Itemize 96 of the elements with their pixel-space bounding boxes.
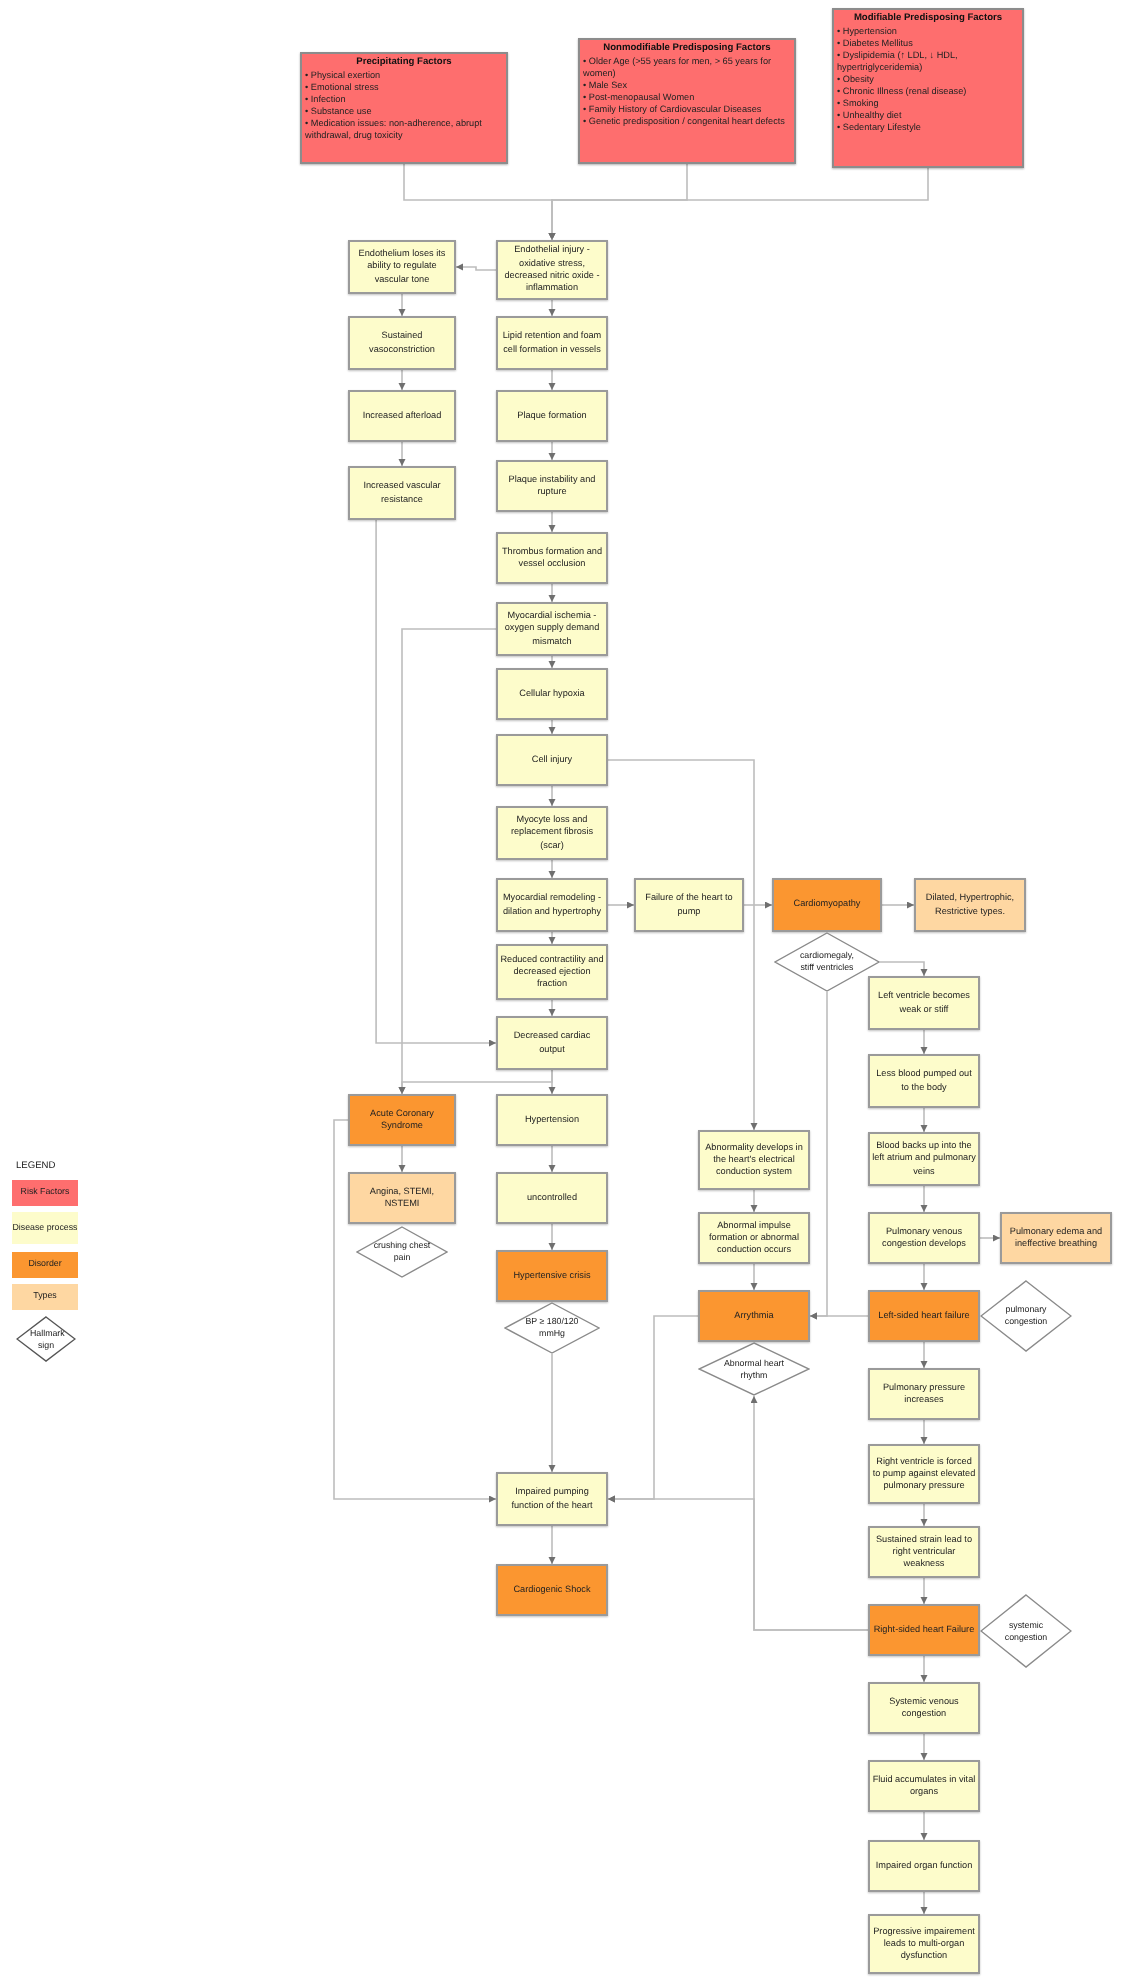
process-box bbox=[868, 1760, 980, 1812]
process-box bbox=[496, 390, 608, 442]
arrow bbox=[548, 785, 556, 807]
arrow bbox=[920, 1263, 928, 1291]
arrow bbox=[548, 655, 556, 669]
arrow bbox=[548, 299, 556, 317]
arrow bbox=[920, 1029, 928, 1055]
type-box bbox=[1000, 1212, 1112, 1264]
arrow bbox=[548, 1525, 556, 1565]
arrow bbox=[398, 441, 406, 467]
process-box bbox=[868, 1914, 980, 1974]
hallmark-diamond bbox=[774, 932, 880, 992]
arrow bbox=[750, 1263, 758, 1291]
process-box bbox=[868, 976, 980, 1030]
arrow bbox=[879, 961, 928, 977]
disorder-box bbox=[348, 1094, 456, 1146]
disorder-box bbox=[496, 1250, 608, 1302]
process-box bbox=[348, 466, 456, 520]
process-box bbox=[634, 878, 744, 932]
process-box bbox=[868, 1682, 980, 1734]
process-box bbox=[496, 316, 608, 370]
process-box bbox=[868, 1132, 980, 1186]
arrow bbox=[548, 1145, 556, 1173]
hallmark-diamond bbox=[980, 1594, 1072, 1668]
process-box bbox=[496, 532, 608, 584]
process-box bbox=[496, 806, 608, 860]
arrow bbox=[375, 519, 497, 1047]
arrow bbox=[920, 1185, 928, 1213]
process-box bbox=[496, 460, 608, 512]
process-box bbox=[868, 1444, 980, 1504]
arrow bbox=[920, 1577, 928, 1605]
disorder-box bbox=[868, 1604, 980, 1656]
arrow bbox=[920, 1107, 928, 1133]
process-box bbox=[496, 1016, 608, 1070]
arrow bbox=[398, 293, 406, 317]
arrow bbox=[881, 901, 915, 909]
process-box bbox=[496, 944, 608, 1000]
arrow bbox=[548, 1223, 556, 1251]
hallmark-diamond bbox=[698, 1342, 810, 1396]
arrow bbox=[333, 1119, 497, 1503]
arrow bbox=[920, 1419, 928, 1445]
process-box bbox=[496, 668, 608, 720]
type-box bbox=[914, 878, 1026, 932]
process-box bbox=[496, 1094, 608, 1146]
process-box bbox=[496, 1172, 608, 1224]
arrow bbox=[548, 931, 556, 945]
process-box bbox=[496, 1472, 608, 1526]
process-box bbox=[496, 878, 608, 932]
risk-factor-box bbox=[578, 38, 796, 164]
arrow bbox=[548, 167, 929, 241]
arrow bbox=[920, 1891, 928, 1915]
hallmark-diamond bbox=[980, 1280, 1072, 1352]
arrow bbox=[750, 1189, 758, 1213]
type-box bbox=[348, 1172, 456, 1224]
arrow bbox=[548, 859, 556, 879]
process-box bbox=[348, 240, 456, 294]
hallmark-diamond bbox=[356, 1226, 448, 1278]
arrow bbox=[548, 583, 556, 603]
arrow bbox=[979, 1234, 1001, 1242]
process-box bbox=[348, 390, 456, 442]
risk-factor-box bbox=[832, 8, 1024, 168]
arrow bbox=[548, 1353, 556, 1473]
disorder-box bbox=[698, 1290, 810, 1342]
process-box bbox=[868, 1212, 980, 1264]
risk-factor-box bbox=[300, 52, 508, 164]
process-box bbox=[496, 734, 608, 786]
arrow bbox=[920, 1811, 928, 1841]
arrow bbox=[398, 1145, 406, 1173]
process-box bbox=[868, 1368, 980, 1420]
arrow bbox=[607, 1495, 869, 1631]
arrow bbox=[548, 719, 556, 735]
process-box bbox=[348, 316, 456, 370]
process-box bbox=[868, 1054, 980, 1108]
arrow bbox=[920, 1733, 928, 1761]
process-box bbox=[698, 1212, 810, 1264]
hallmark-diamond bbox=[504, 1302, 600, 1354]
arrow bbox=[607, 901, 635, 909]
disorder-box bbox=[868, 1290, 980, 1342]
arrow bbox=[920, 1341, 928, 1369]
disorder-box bbox=[496, 1564, 608, 1616]
arrow bbox=[548, 1069, 556, 1095]
arrow bbox=[920, 1655, 928, 1683]
arrow bbox=[743, 901, 773, 909]
arrow bbox=[607, 759, 758, 1131]
arrow bbox=[548, 999, 556, 1017]
arrow bbox=[920, 1503, 928, 1527]
process-box bbox=[698, 1130, 810, 1190]
disorder-box bbox=[772, 878, 882, 932]
arrow bbox=[398, 369, 406, 391]
process-box bbox=[496, 602, 608, 656]
arrow bbox=[809, 1312, 869, 1320]
arrow bbox=[548, 511, 556, 533]
arrow bbox=[548, 369, 556, 391]
arrow bbox=[455, 263, 497, 271]
process-box bbox=[868, 1840, 980, 1892]
arrow bbox=[548, 441, 556, 461]
